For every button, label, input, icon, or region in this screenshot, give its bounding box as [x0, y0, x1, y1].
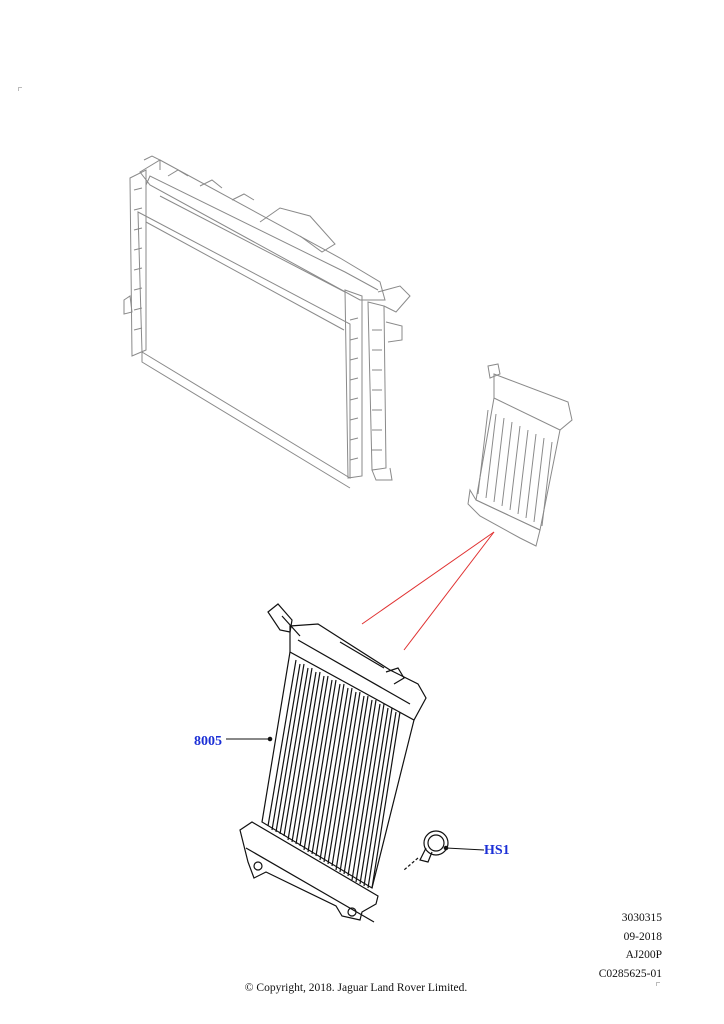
- aux-radiator-reference: [467, 363, 573, 547]
- reference-illustration-id: C0285625-01: [598, 967, 662, 980]
- reference-engine-code: AJ200P: [625, 949, 662, 961]
- reference-date: 09-2018: [623, 930, 662, 943]
- copyright-notice: © Copyright, 2018. Jaguar Land Rover Lim…: [244, 982, 468, 994]
- leader-lines-red: [361, 531, 495, 651]
- illustration-reference-block: 3030315 09-2018 AJ200P C0285625-01: [599, 909, 662, 983]
- radiator-detail-8005: [239, 603, 427, 923]
- callout-hs1[interactable]: HS1: [484, 843, 510, 858]
- corner-mark: [18, 87, 22, 91]
- callout-leaders: [226, 736, 485, 851]
- fastener-hs1-part: [403, 830, 449, 871]
- radiator-assembly-overview: [123, 155, 411, 489]
- reference-number: 3030315: [621, 912, 662, 924]
- corner-mark: [656, 982, 660, 986]
- callout-8005[interactable]: 8005: [194, 734, 222, 749]
